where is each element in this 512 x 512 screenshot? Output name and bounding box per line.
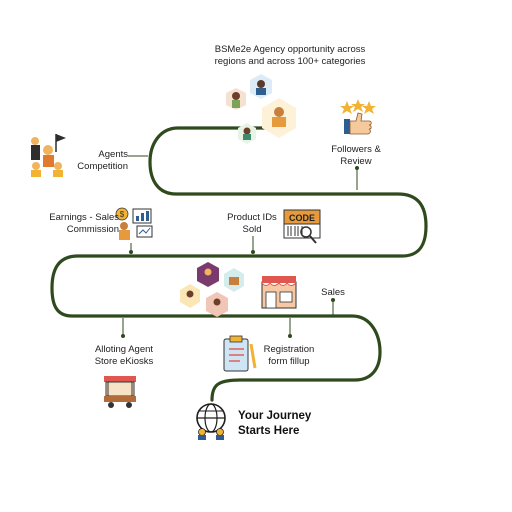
label-earnings-commission: Earnings - Sales Commission <box>49 212 119 235</box>
thumbs-up-stars-icon <box>340 99 376 135</box>
connector-registration <box>288 318 292 338</box>
connector-followers <box>355 166 359 190</box>
storefront-icon <box>261 276 297 309</box>
svg-text:$: $ <box>120 210 125 219</box>
label-agency-opportunity: BSMe2e Agency opportunity across regions… <box>214 44 366 67</box>
globe-network-icon <box>196 403 226 440</box>
code-tag-icon: CODE <box>283 209 321 244</box>
connector-sales <box>331 298 335 316</box>
agents-competition-icon <box>31 134 66 177</box>
agency-people-icon <box>226 74 296 144</box>
earnings-icon: $ <box>115 207 153 240</box>
label-agents-competition: Agents Competition <box>77 149 128 172</box>
label-product-ids-sold: Product IDs Sold <box>227 212 277 235</box>
connector-alloting <box>121 318 125 338</box>
label-followers-review: Followers & Review <box>331 144 381 167</box>
code-badge-text: CODE <box>289 213 315 223</box>
journey-path <box>50 126 428 402</box>
label-sales: Sales <box>321 287 345 298</box>
journey-start-title: Your Journey Starts Here <box>238 410 312 437</box>
registration-clipboard-icon <box>223 335 257 372</box>
connector-product-ids <box>251 236 255 254</box>
sales-people-icon <box>180 262 244 317</box>
label-alloting-kiosks: Alloting Agent Store eKiosks <box>94 344 154 367</box>
connector-earnings <box>129 243 133 254</box>
kiosk-cart-icon <box>104 376 136 408</box>
label-registration: Registration form fillup <box>263 344 315 367</box>
